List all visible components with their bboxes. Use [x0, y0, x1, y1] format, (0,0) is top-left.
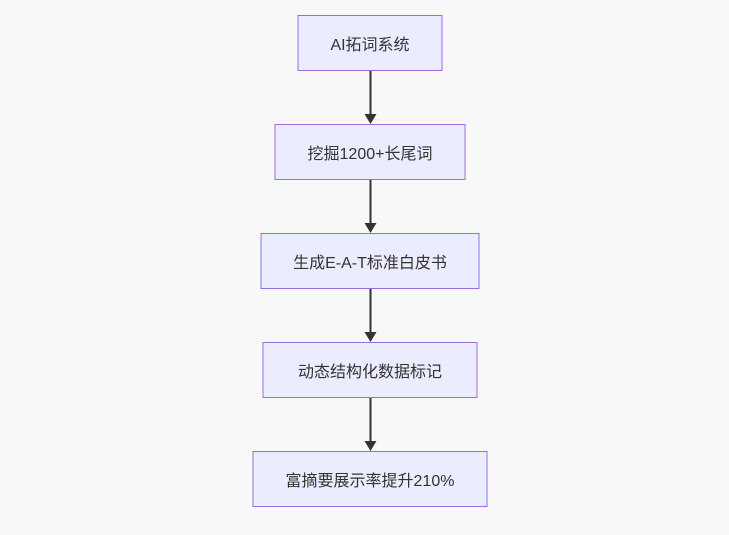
flow-arrow-3 — [364, 289, 376, 342]
flowchart-node-eat-whitepaper: 生成E-A-T标准白皮书 — [260, 233, 480, 289]
flowchart-node-ai-keyword-system: AI拓词系统 — [297, 15, 443, 71]
arrow-line — [369, 71, 371, 114]
arrow-line — [369, 398, 371, 441]
flow-arrow-1 — [364, 71, 376, 124]
flowchart-node-structured-data-markup: 动态结构化数据标记 — [262, 342, 478, 398]
arrowhead-down-icon — [364, 223, 376, 233]
node-label: AI拓词系统 — [330, 37, 410, 54]
node-label: 挖掘1200+长尾词 — [307, 146, 433, 163]
flowchart: AI拓词系统 挖掘1200+长尾词 生成E-A-T标准白皮书 动态结构化数据标记 — [252, 15, 488, 507]
arrowhead-down-icon — [364, 114, 376, 124]
flowchart-node-rich-snippet-uplift: 富摘要展示率提升210% — [252, 451, 488, 507]
node-label: 富摘要展示率提升210% — [285, 473, 455, 490]
flow-arrow-4 — [364, 398, 376, 451]
node-label: 动态结构化数据标记 — [297, 364, 442, 381]
arrow-line — [369, 289, 371, 332]
arrowhead-down-icon — [364, 332, 376, 342]
node-label: 生成E-A-T标准白皮书 — [293, 255, 447, 272]
flow-arrow-2 — [364, 180, 376, 233]
arrowhead-down-icon — [364, 441, 376, 451]
flowchart-node-longtail-mining: 挖掘1200+长尾词 — [274, 124, 466, 180]
arrow-line — [369, 180, 371, 223]
